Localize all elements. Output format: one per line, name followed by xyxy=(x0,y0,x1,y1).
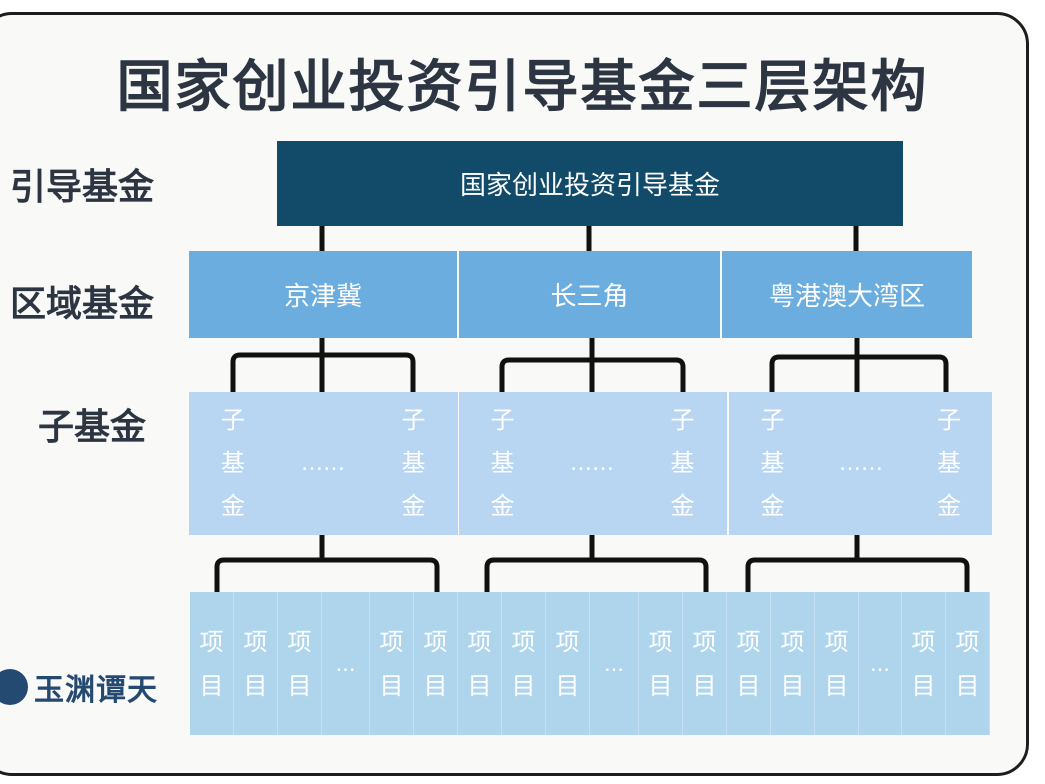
project-cell: 项目 xyxy=(370,592,414,735)
logo-text: 玉渊谭天 xyxy=(34,673,158,708)
project-char: 项 xyxy=(824,627,849,656)
project-cell: 项目 xyxy=(946,592,990,735)
project-char: 目 xyxy=(824,671,849,700)
project-char: 目 xyxy=(243,671,268,700)
project-cell: 项目 xyxy=(190,592,234,735)
sub-fund-ellipsis: …… xyxy=(546,392,638,535)
project-char: 目 xyxy=(467,671,492,700)
project-ellipsis: … xyxy=(590,592,639,735)
project-cell: 项目 xyxy=(234,592,278,735)
project-char: 目 xyxy=(199,671,224,700)
sub-fund-cell: 子基金 xyxy=(369,392,458,535)
project-char: 项 xyxy=(555,627,580,656)
project-cell: 项目 xyxy=(546,592,590,735)
sub-fund-cell: 子基金 xyxy=(729,392,816,535)
project-cell: 项目 xyxy=(502,592,546,735)
sub-fund-ellipsis: …… xyxy=(816,392,906,535)
sub-fund-char: 子 xyxy=(937,406,961,434)
project-char: 项 xyxy=(511,627,536,656)
project-char: 目 xyxy=(780,671,805,700)
project-char: 目 xyxy=(287,671,312,700)
project-cell: 项目 xyxy=(902,592,946,735)
project-char: 目 xyxy=(555,671,580,700)
project-char: 目 xyxy=(379,671,404,700)
project-cell: 项目 xyxy=(639,592,683,735)
project-cell: 项目 xyxy=(815,592,859,735)
sub-fund-char: 基 xyxy=(490,449,515,477)
sub-fund-char: 金 xyxy=(401,492,426,520)
logo: 玉渊谭天 xyxy=(0,665,158,709)
national-guide-fund-box: 国家创业投资引导基金 xyxy=(277,141,903,226)
project-char: 目 xyxy=(736,671,761,700)
sub-fund-char: 基 xyxy=(670,449,695,477)
project-char: 目 xyxy=(692,671,717,700)
bracket xyxy=(745,535,970,592)
sub-fund-char: 基 xyxy=(401,449,426,477)
project-cell: 项目 xyxy=(414,592,458,735)
sub-fund-char: 金 xyxy=(221,492,245,520)
bracket xyxy=(484,535,709,592)
project-char: 目 xyxy=(911,671,936,700)
bracket xyxy=(499,338,686,392)
project-char: 项 xyxy=(287,627,312,656)
project-char: 项 xyxy=(736,627,761,656)
project-char: 项 xyxy=(648,627,673,656)
project-char: 项 xyxy=(911,627,936,656)
project-char: 项 xyxy=(780,627,805,656)
level-label-guide: 引导基金 xyxy=(10,167,155,208)
project-cell: 项目 xyxy=(458,592,502,735)
diagram-title: 国家创业投资引导基金三层架构 xyxy=(116,55,929,120)
sub-fund-char: 金 xyxy=(670,492,695,520)
project-cell: 项目 xyxy=(683,592,727,735)
project-char: 项 xyxy=(467,627,492,656)
region-box-jingjinji: 京津冀 xyxy=(189,251,457,338)
sub-fund-cell: 子基金 xyxy=(189,392,277,535)
sub-fund-char: 基 xyxy=(760,449,785,477)
sub-fund-char: 子 xyxy=(670,406,695,434)
bracket xyxy=(230,338,416,392)
project-cell: 项目 xyxy=(278,592,322,735)
bracket xyxy=(214,535,440,592)
level-label-sub: 子基金 xyxy=(38,407,147,448)
project-char: 项 xyxy=(692,627,717,656)
bracket xyxy=(769,338,949,392)
project-char: 项 xyxy=(423,627,448,656)
project-cell: 项目 xyxy=(727,592,771,735)
sub-fund-ellipsis: …… xyxy=(277,392,369,535)
project-ellipsis: … xyxy=(859,592,902,735)
sub-fund-char: 子 xyxy=(760,406,785,434)
level-label-region: 区域基金 xyxy=(10,284,155,325)
region-box-yangtze: 长三角 xyxy=(459,251,720,338)
project-cell: 项目 xyxy=(771,592,815,735)
project-char: 目 xyxy=(955,671,980,700)
project-char: 项 xyxy=(199,627,224,656)
sub-fund-char: 金 xyxy=(490,492,515,520)
sub-fund-cell: 子基金 xyxy=(459,392,546,535)
project-char: 项 xyxy=(955,627,980,656)
project-char: 项 xyxy=(379,627,404,656)
project-ellipsis: … xyxy=(322,592,370,735)
sub-fund-char: 基 xyxy=(221,449,245,477)
sub-fund-cell: 子基金 xyxy=(906,392,992,535)
project-char: 目 xyxy=(648,671,673,700)
sub-fund-cell: 子基金 xyxy=(638,392,727,535)
sub-fund-char: 子 xyxy=(401,406,426,434)
project-char: 目 xyxy=(423,671,448,700)
region-box-gba: 粤港澳大湾区 xyxy=(722,251,972,338)
logo-icon xyxy=(0,669,28,705)
sub-fund-char: 子 xyxy=(221,406,245,434)
sub-fund-char: 子 xyxy=(490,406,515,434)
project-char: 目 xyxy=(511,671,536,700)
sub-fund-char: 金 xyxy=(937,492,961,520)
project-char: 项 xyxy=(243,627,268,656)
sub-fund-char: 金 xyxy=(760,492,785,520)
sub-fund-char: 基 xyxy=(937,449,961,477)
